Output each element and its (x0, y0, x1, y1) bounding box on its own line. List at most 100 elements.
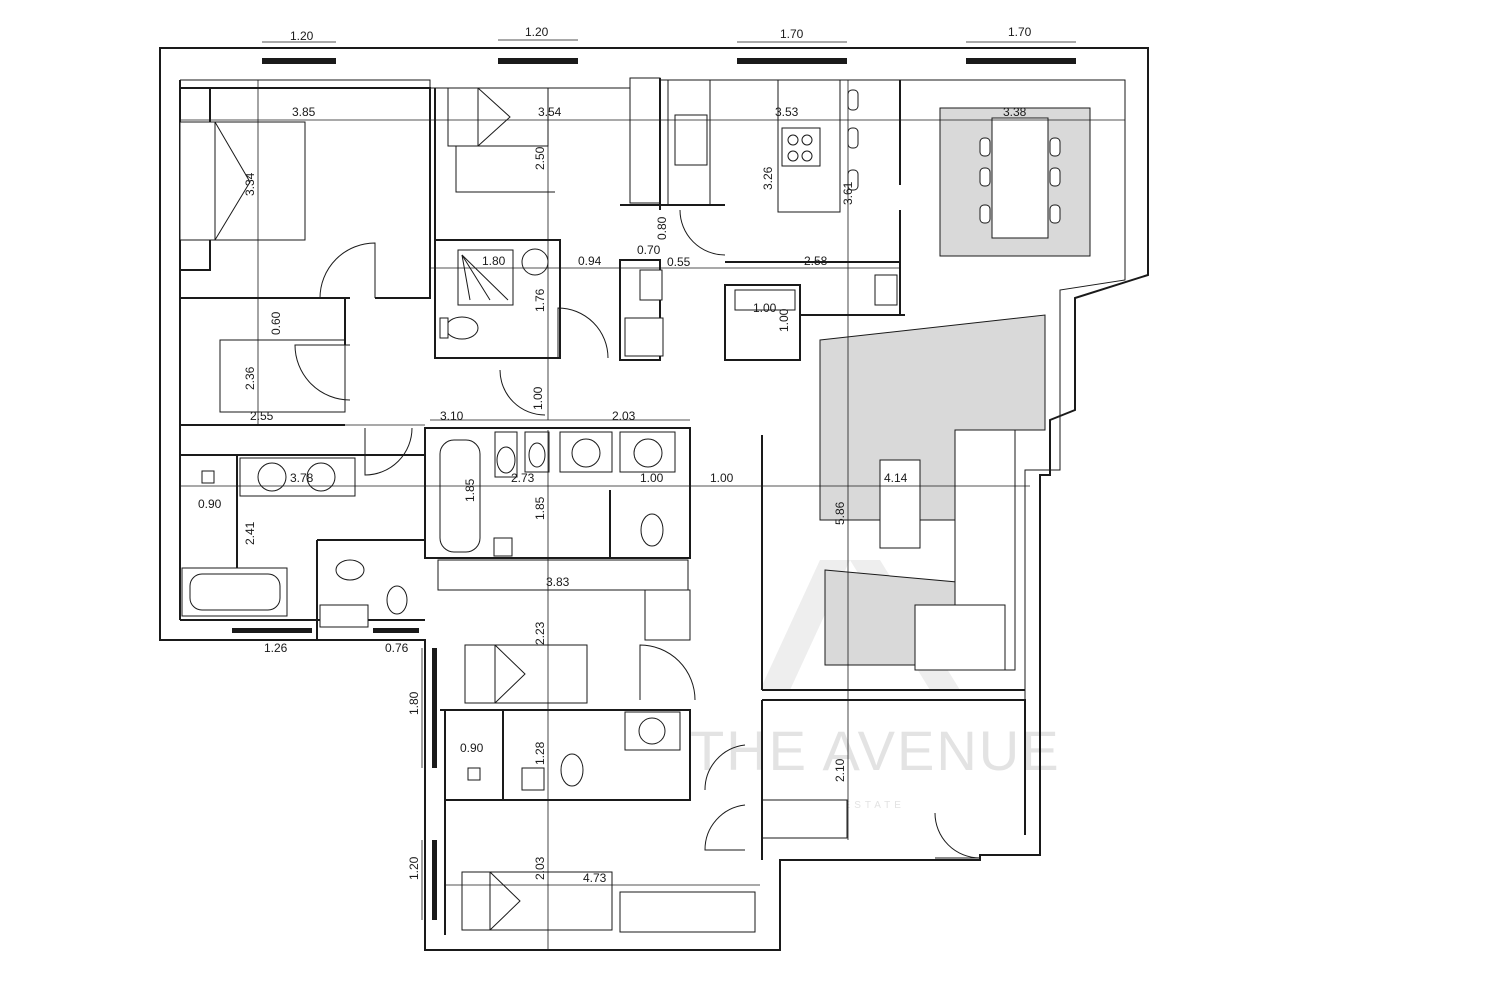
shower-room (434, 239, 561, 359)
single-bed (447, 87, 549, 147)
dim-bed2-width: 3.54 (538, 105, 562, 119)
outer-walls (159, 47, 1149, 951)
window-bed2 (498, 58, 578, 64)
wardrobe-3 (437, 559, 689, 591)
dim-corr-383: 3.83 (546, 575, 570, 589)
kitchen (667, 79, 901, 315)
door-pantry (679, 209, 726, 256)
bedroom-4 (444, 800, 756, 935)
window-dim-4: 1.70 (1008, 25, 1032, 39)
dim-pass-094: 0.94 (578, 254, 602, 268)
service-area (619, 204, 905, 361)
dim-bed4-203: 2.03 (533, 856, 547, 880)
single-bed-4 (461, 871, 613, 931)
kitchen-sink (674, 114, 708, 166)
dim-bed1-depth: 3.34 (243, 172, 257, 196)
dim-wc-100: 1.00 (640, 471, 664, 485)
bottom-window-dim-1: 1.26 (264, 641, 288, 655)
bedroom-1 (179, 87, 431, 299)
dim-bath2-185a: 1.85 (463, 478, 477, 502)
dim-bath1-090: 0.90 (198, 497, 222, 511)
basin-1b (306, 462, 336, 492)
dim-corr-060: 0.60 (269, 311, 283, 335)
dim-kitchen-width: 3.53 (775, 105, 799, 119)
wardrobe (629, 77, 661, 204)
door-bed4 (704, 804, 746, 851)
dim-pass-070: 0.70 (637, 243, 661, 257)
window-dim-2: 1.20 (525, 25, 549, 39)
window-bath1 (232, 628, 312, 633)
dim-kitchen-height: 3.61 (841, 181, 855, 205)
dim-entry-210: 2.10 (833, 758, 847, 782)
dressing-unit (219, 339, 346, 413)
side-window-dim-2: 1.20 (407, 856, 421, 880)
toilet-1 (335, 559, 365, 581)
living-room (761, 314, 1046, 691)
door-bed3 (639, 644, 696, 701)
window-dim-3: 1.70 (780, 27, 804, 41)
window-bath-small (373, 628, 419, 633)
door-bed1 (319, 242, 376, 299)
dim-bed2-depth: 2.50 (533, 146, 547, 170)
toilet-3 (640, 513, 664, 547)
bidet-1 (386, 585, 408, 615)
dim-bath1-378: 3.78 (290, 471, 314, 485)
dim-door-100: 1.00 (531, 386, 545, 410)
dim-bath3-128: 1.28 (533, 741, 547, 765)
bedroom-3 (437, 559, 691, 711)
dining-table (991, 117, 1049, 239)
door-bath1 (364, 427, 413, 476)
single-bed-3 (464, 644, 588, 704)
dim-corr-100: 1.00 (710, 471, 734, 485)
dim-bath3-090: 0.90 (460, 741, 484, 755)
dim-closet-w: 1.00 (753, 301, 777, 315)
window-bed3 (432, 648, 437, 768)
dim-hall-258: 2.58 (804, 254, 828, 268)
window-bed1 (262, 58, 336, 64)
door-living (704, 744, 746, 791)
dim-bath1-241: 2.41 (243, 521, 257, 545)
entry-hall (761, 699, 1026, 860)
window-kitchen (737, 58, 847, 64)
bedroom-2 (434, 77, 661, 240)
window-dim-1: 1.20 (290, 29, 314, 43)
toilet-4 (560, 753, 584, 787)
dim-dining-width: 3.38 (1003, 105, 1027, 119)
dining-area (939, 107, 1091, 257)
door-entry (934, 812, 981, 859)
door-dressing (294, 344, 351, 401)
basin-1a (257, 462, 287, 492)
window-bed4 (432, 840, 437, 920)
doors (294, 209, 981, 859)
cooktop (781, 127, 821, 167)
coffee-table (879, 459, 921, 549)
dim-dress-255: 2.55 (250, 409, 274, 423)
dim-kitchen-depth: 3.26 (761, 166, 775, 190)
dim-pass-055: 0.55 (667, 255, 691, 269)
basin-2a (559, 431, 613, 473)
dim-bath2-273: 2.73 (511, 471, 535, 485)
dim-closet-h: 1.00 (777, 308, 791, 332)
shower-sink (521, 248, 549, 276)
bathroom-2 (424, 427, 691, 559)
door-shower (557, 307, 609, 359)
basin-2b (619, 431, 676, 473)
dim-shower-depth: 1.76 (533, 288, 547, 312)
dim-living-586: 5.86 (833, 501, 847, 525)
dim-bed1-width: 3.85 (292, 105, 316, 119)
bathroom-1 (181, 455, 425, 640)
dim-living-414: 4.14 (884, 471, 908, 485)
dimension-lines (180, 39, 1125, 950)
door-hall (499, 369, 546, 416)
shower-toilet (445, 316, 479, 340)
dim-hall-203: 2.03 (612, 409, 636, 423)
watermark-brand: THE AVENUE (690, 719, 1061, 782)
dim-pass-080: 0.80 (655, 216, 669, 240)
bathtub-2 (439, 439, 481, 553)
double-bed (179, 121, 306, 241)
bathroom-3 (444, 709, 691, 801)
dim-hall-310: 3.10 (440, 409, 464, 423)
dim-bed4-473: 4.73 (583, 871, 607, 885)
